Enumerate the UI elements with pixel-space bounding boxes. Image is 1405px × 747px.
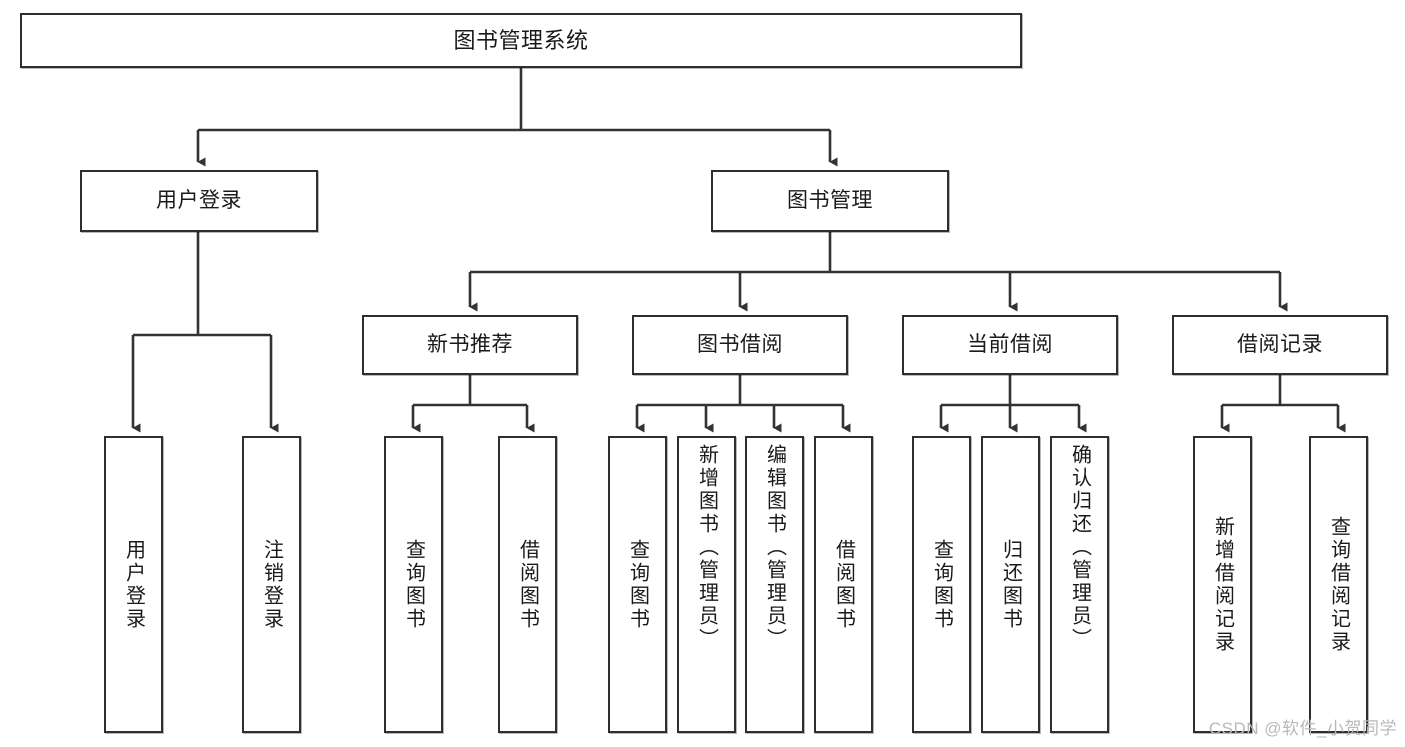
node-root-label: 图书管理系统 <box>453 27 589 53</box>
node-leaf-confirm-return[interactable]: 确认归还（管理员） <box>1050 436 1109 733</box>
node-leaf-add-book[interactable]: 新增图书（管理员） <box>677 436 736 733</box>
node-leaf-borrow-book-2[interactable]: 借阅图书 <box>814 436 873 733</box>
node-leaf-query-book-1[interactable]: 查询图书 <box>384 436 443 733</box>
node-leaf-return-book[interactable]: 归还图书 <box>981 436 1040 733</box>
node-leaf-user-login[interactable]: 用户登录 <box>104 436 163 733</box>
node-leaf-add-record-label: 新增借阅记录 <box>1211 515 1234 654</box>
node-borrow-record[interactable]: 借阅记录 <box>1172 315 1388 375</box>
node-leaf-borrow-book-1-label: 借阅图书 <box>516 538 539 631</box>
watermark-text: CSDN @软件_小贺同学 <box>1208 719 1397 738</box>
node-book-manage[interactable]: 图书管理 <box>711 170 949 232</box>
node-leaf-add-record[interactable]: 新增借阅记录 <box>1193 436 1252 733</box>
node-book-borrow-label: 图书借阅 <box>697 332 783 356</box>
node-book-manage-label: 图书管理 <box>787 188 873 212</box>
node-leaf-logout-label: 注销登录 <box>260 538 283 631</box>
node-leaf-query-book-2-label: 查询图书 <box>626 538 649 631</box>
node-leaf-query-book-3-label: 查询图书 <box>930 538 953 631</box>
node-leaf-edit-book[interactable]: 编辑图书（管理员） <box>745 436 804 733</box>
node-new-book-rec[interactable]: 新书推荐 <box>362 315 578 375</box>
node-leaf-query-record-label: 查询借阅记录 <box>1327 515 1350 654</box>
node-leaf-query-book-2[interactable]: 查询图书 <box>608 436 667 733</box>
node-leaf-add-book-label: 新增图书（管理员） <box>695 444 718 651</box>
node-leaf-confirm-return-label: 确认归还（管理员） <box>1068 444 1091 651</box>
node-current-borrow[interactable]: 当前借阅 <box>902 315 1118 375</box>
node-leaf-user-login-label: 用户登录 <box>122 538 145 631</box>
node-root[interactable]: 图书管理系统 <box>20 13 1022 68</box>
node-leaf-borrow-book-1[interactable]: 借阅图书 <box>498 436 557 733</box>
node-new-book-rec-label: 新书推荐 <box>427 332 513 356</box>
node-current-borrow-label: 当前借阅 <box>967 332 1053 356</box>
node-leaf-query-book-3[interactable]: 查询图书 <box>912 436 971 733</box>
node-leaf-query-record[interactable]: 查询借阅记录 <box>1309 436 1368 733</box>
node-borrow-record-label: 借阅记录 <box>1237 332 1323 356</box>
node-book-borrow[interactable]: 图书借阅 <box>632 315 848 375</box>
node-leaf-logout[interactable]: 注销登录 <box>242 436 301 733</box>
node-leaf-borrow-book-2-label: 借阅图书 <box>832 538 855 631</box>
node-user-login[interactable]: 用户登录 <box>80 170 318 232</box>
node-leaf-edit-book-label: 编辑图书（管理员） <box>763 444 786 651</box>
node-leaf-return-book-label: 归还图书 <box>999 538 1022 631</box>
node-user-login-label: 用户登录 <box>156 188 242 212</box>
node-leaf-query-book-1-label: 查询图书 <box>402 538 425 631</box>
